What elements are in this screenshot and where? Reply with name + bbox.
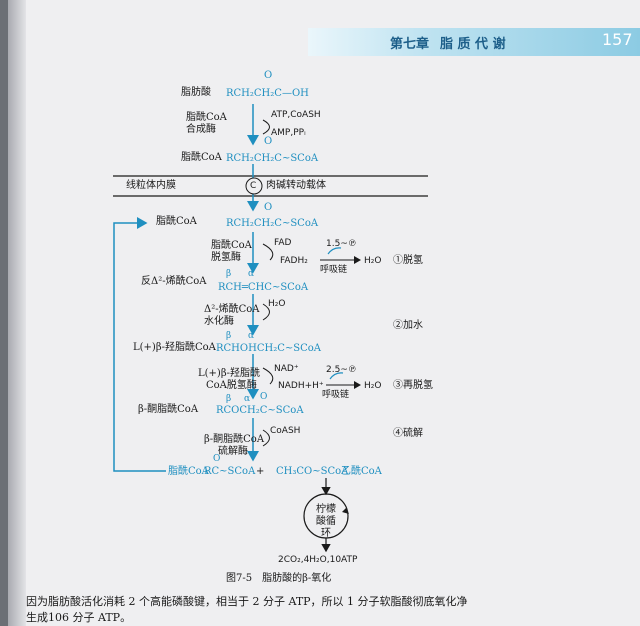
- hydratase-label-2: 水化酶: [204, 316, 234, 327]
- carbonyl-o-4: O: [260, 392, 268, 402]
- formula-enoyl: RCH═CHC~SCoA: [218, 282, 309, 293]
- hydroxyacyl-dh-label-1: L(+)β-羟脂酰: [198, 368, 260, 379]
- textbook-page: 第七章 脂 质 代 谢 157: [8, 0, 640, 626]
- thiolase-label-1: β-酮脂酰CoA: [204, 434, 265, 445]
- synthetase-label-1: 脂酰CoA: [186, 112, 227, 123]
- hydroxyacyl-dh-label-2: CoA脱氢酶: [206, 380, 257, 391]
- step-4-label: ④硫解: [393, 428, 423, 439]
- trans-enoyl-label: 反Δ²-烯酰CoA: [141, 276, 207, 287]
- acyl-coa-label-1: 脂酰CoA: [181, 152, 222, 163]
- coash-label: CoASH: [270, 426, 301, 436]
- coash-side-curve: [262, 429, 270, 447]
- atp-curve-2: [329, 372, 344, 380]
- ketoacyl-label: β-酮脂酰CoA: [138, 404, 199, 415]
- carbonyl-o-5: O: [213, 454, 221, 464]
- thiolase-label-2: 硫解酶: [218, 446, 248, 457]
- step-1-label: ①脱氢: [393, 255, 423, 266]
- nadh-label: NADH+H⁺: [278, 381, 324, 391]
- body-text-line-2: 生成106 分子 ATP。: [26, 611, 132, 624]
- tca-cycle-arrowhead: [342, 508, 349, 514]
- h2o-label-1: H₂O: [364, 256, 382, 266]
- alpha-label-1: α: [248, 269, 255, 279]
- recycle-arrow: [113, 217, 166, 472]
- nad-label: NAD⁺: [274, 364, 299, 374]
- formula-hydroxyacyl: RCHOHCH₂C~SCoA: [216, 343, 321, 354]
- fad-side-curve: [262, 243, 274, 261]
- fadh2-label: FADH₂: [280, 256, 308, 266]
- mito-membrane-label: 线粒体内膜: [126, 180, 176, 191]
- atp-yield-1: 1.5~℗: [326, 239, 357, 249]
- step-3-label: ③再脱氢: [393, 380, 433, 391]
- cofactors-in: ATP,CoASH: [271, 110, 321, 120]
- formula-acetyl-coa: CH₃CO~SCoA: [276, 466, 349, 477]
- chapter-number: 第七章: [390, 37, 430, 52]
- beta-label-1: β: [226, 269, 232, 279]
- dehydrogenase-label-1: 脂酰CoA: [211, 240, 252, 251]
- formula-shortened-acyl: RC~SCoA: [204, 466, 256, 477]
- cofactors-out: AMP,PPᵢ: [271, 128, 306, 138]
- atp-curve-1: [327, 247, 342, 255]
- carbonyl-o-3: O: [264, 202, 273, 213]
- figure-caption: 图7-5 脂肪酸的β-氧化: [226, 573, 332, 584]
- page-binding-shadow: [8, 0, 26, 626]
- formula-ketoacyl: RCOCH₂C~SCoA: [216, 405, 304, 416]
- alpha-label-3: α: [244, 394, 251, 404]
- tca-cycle-label: 柠檬酸循环: [316, 504, 336, 539]
- carnitine-carrier-label: 肉碱转动载体: [266, 180, 326, 191]
- beta-label-2: β: [226, 331, 232, 341]
- carnitine-circle: [245, 177, 263, 195]
- carbonyl-o-2: O: [264, 136, 273, 147]
- fad-label: FAD: [274, 238, 292, 248]
- h2o-label-2: H₂O: [364, 381, 382, 391]
- acyl-coa-product-label: 脂酰CoA: [168, 466, 209, 477]
- step-2-label: ②加水: [393, 320, 423, 331]
- resp-chain-label-1: 呼吸链: [320, 265, 348, 275]
- hydroxyacyl-label: L(+)β-羟脂酰CoA: [133, 342, 216, 353]
- acyl-coa-label-2: 脂酰CoA: [156, 216, 197, 227]
- chapter-header-band: [308, 28, 640, 56]
- fatty-acid-label: 脂肪酸: [181, 87, 211, 98]
- nad-side-curve: [262, 367, 274, 385]
- dehydrogenase-label-2: 脱氢酶: [211, 252, 241, 263]
- beta-label-3: β: [226, 394, 232, 404]
- chapter-title: 脂 质 代 谢: [440, 37, 506, 52]
- atp-yield-2: 2.5~℗: [326, 365, 357, 375]
- hydratase-label-1: Δ²-烯酰CoA: [204, 304, 260, 315]
- acetyl-coa-label: 乙酰CoA: [341, 466, 382, 477]
- carbonyl-o-1: O: [264, 70, 273, 81]
- formula-acyl-coa-2: RCH₂CH₂C~SCoA: [226, 218, 319, 229]
- final-products-label: 2CO₂,4H₂O,10ATP: [278, 555, 358, 565]
- resp-chain-label-2: 呼吸链: [322, 390, 350, 400]
- activation-side-curve: [262, 119, 270, 135]
- alpha-label-2: α: [248, 331, 255, 341]
- water-label: H₂O: [268, 299, 286, 309]
- body-text-line-1: 因为脂肪酸活化消耗 2 个高能磷酸键，相当于 2 分子 ATP，所以 1 分子软…: [26, 595, 468, 608]
- page-number: 157: [602, 30, 633, 49]
- synthetase-label-2: 合成酶: [186, 124, 216, 135]
- formula-acyl-coa-1: RCH₂CH₂C~SCoA: [226, 153, 319, 164]
- plus-sign: +: [256, 466, 265, 477]
- formula-fatty-acid: RCH₂CH₂C—OH: [226, 88, 309, 99]
- beta-oxidation-diagram: [113, 104, 428, 553]
- carnitine-symbol: C: [250, 181, 257, 191]
- water-side-curve: [262, 303, 270, 321]
